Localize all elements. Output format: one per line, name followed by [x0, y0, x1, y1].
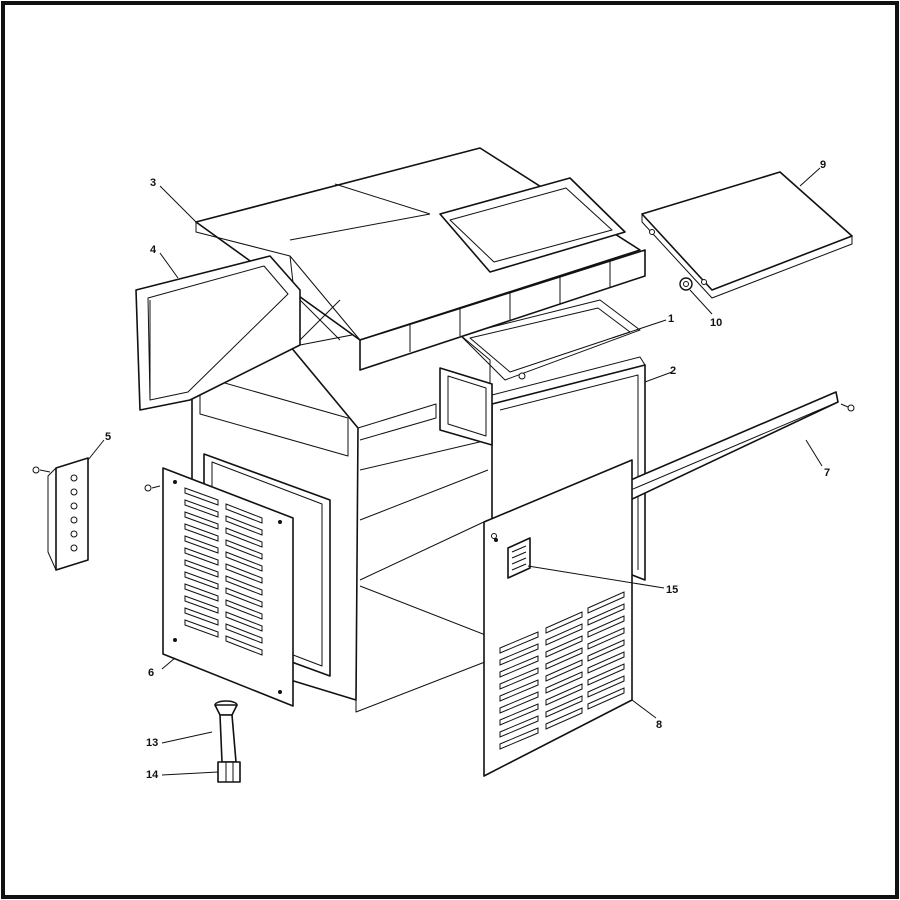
callout-4: 4	[150, 244, 157, 256]
part-8-vent-panel	[483, 459, 633, 777]
callout-14: 14	[146, 769, 159, 781]
callout-7: 7	[824, 467, 830, 479]
part-4-side-frame	[135, 255, 301, 411]
callout-15: 15	[666, 584, 678, 596]
part-5-bracket	[32, 457, 89, 571]
callout-1: 1	[668, 313, 674, 325]
part-3-top-lid	[195, 147, 646, 371]
callout-8: 8	[656, 719, 662, 731]
leader-lines	[87, 167, 823, 776]
callout-5: 5	[105, 431, 111, 443]
part-14-foot-nut	[217, 761, 241, 783]
callout-3: 3	[150, 177, 156, 189]
part-15-label-plate	[491, 533, 531, 579]
part-6-vent-panel	[144, 453, 331, 707]
callout-10: 10	[710, 317, 722, 329]
callout-labels: 3 4 5 9 10 1 2 7 15 8 6 13 14	[105, 159, 830, 781]
part-13-foot	[214, 700, 238, 763]
callout-2: 2	[670, 365, 676, 377]
callout-6: 6	[148, 667, 154, 679]
part-9-lid-panel	[641, 171, 853, 299]
part-10-knob	[679, 277, 693, 291]
callout-9: 9	[820, 159, 826, 171]
callout-13: 13	[146, 737, 158, 749]
